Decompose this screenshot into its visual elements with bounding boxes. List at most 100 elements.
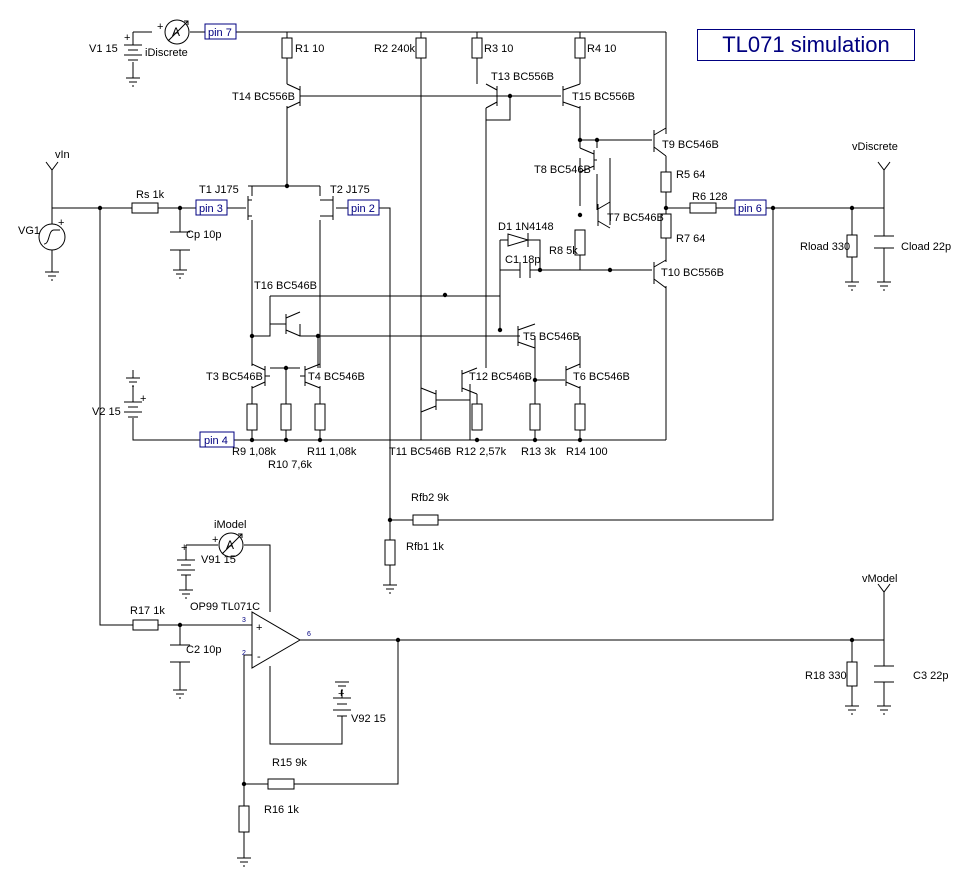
resistor-r17 xyxy=(132,619,159,631)
label-r3: R3 10 xyxy=(484,43,513,55)
opamp-pin3-number: 3 xyxy=(242,617,246,624)
pin6-box xyxy=(734,199,767,216)
wires xyxy=(51,31,885,858)
label-v92: V92 15 xyxy=(351,713,386,725)
resistor-r2 xyxy=(415,37,427,59)
resistor-r4 xyxy=(574,37,586,59)
label-t1: T1 J175 xyxy=(199,184,239,196)
label-r15: R15 9k xyxy=(272,757,307,769)
v91-plus-sign: + xyxy=(181,542,187,554)
opamp-op99 xyxy=(244,611,301,669)
label-r8: R8 5k xyxy=(549,245,578,257)
transistor-t12 xyxy=(461,367,478,404)
transistor-t7 xyxy=(597,201,611,229)
label-r6: R6 128 xyxy=(692,191,727,203)
pin7-label: pin 7 xyxy=(208,27,232,39)
resistor-r1 xyxy=(281,37,293,59)
v92-plus-sign: + xyxy=(338,688,344,700)
opamp-minus-sign: - xyxy=(257,651,261,663)
label-t4: T4 BC546B xyxy=(308,371,365,383)
label-vmodel: vModel xyxy=(862,573,897,585)
ammeter-idiscrete-symbol: A xyxy=(172,25,180,39)
battery-v2 xyxy=(124,401,142,418)
transistor-t15 xyxy=(562,83,581,109)
transistor-t16 xyxy=(270,311,301,337)
label-cp: Cp 10p xyxy=(186,229,221,241)
label-t15: T15 BC556B xyxy=(572,91,635,103)
pin2-box xyxy=(347,199,380,216)
label-r7: R7 64 xyxy=(676,233,705,245)
transistor-t4 xyxy=(300,363,321,389)
resistor-r14 xyxy=(574,403,586,431)
resistor-r7 xyxy=(660,213,672,239)
resistor-r6 xyxy=(689,202,717,214)
label-t7: T7 BC546B xyxy=(607,212,664,224)
capacitor-cload xyxy=(874,235,894,249)
transistor-t9 xyxy=(653,127,667,157)
transistor-t10 xyxy=(653,259,667,289)
resistor-rs xyxy=(131,202,159,214)
schematic-title: TL071 simulation xyxy=(697,29,915,61)
ground-symbols xyxy=(45,77,891,867)
label-v91: V91 15 xyxy=(201,554,236,566)
label-r12: R12 2,57k xyxy=(456,446,507,458)
ammeter-imodel: A xyxy=(218,532,244,558)
label-r2: R2 240k xyxy=(374,43,415,55)
pin2-label: pin 2 xyxy=(351,203,375,215)
label-r1: R1 10 xyxy=(295,43,324,55)
resistor-r16 xyxy=(238,805,250,833)
label-r11: R11 1,08k xyxy=(307,446,357,458)
resistor-rfb2 xyxy=(412,514,439,526)
pin3-box xyxy=(195,199,228,216)
idiscrete-plus-sign: + xyxy=(157,21,163,33)
pin3-label: pin 3 xyxy=(199,203,223,215)
label-c1: C1 18p xyxy=(505,254,540,266)
resistor-r15 xyxy=(267,778,295,790)
label-r16: R16 1k xyxy=(264,804,299,816)
resistor-r13 xyxy=(529,403,541,431)
label-t6: T6 BC546B xyxy=(573,371,630,383)
resistor-r5 xyxy=(660,171,672,193)
transistor-t8 xyxy=(579,147,597,173)
probe-symbols xyxy=(45,161,891,593)
v1-plus-sign: + xyxy=(124,32,130,44)
battery-v91 xyxy=(177,559,195,576)
transistor-t14 xyxy=(286,83,303,109)
capacitor-cp xyxy=(170,231,190,251)
pin6-label: pin 6 xyxy=(738,203,762,215)
label-c2: C2 10p xyxy=(186,644,221,656)
label-r5: R5 64 xyxy=(676,169,705,181)
vg1-plus-sign: + xyxy=(58,217,64,229)
ammeter-idiscrete: A xyxy=(164,19,190,45)
label-r17: R17 1k xyxy=(130,605,165,617)
label-v1: V1 15 xyxy=(89,43,118,55)
transistor-t5 xyxy=(517,323,536,349)
imodel-plus-sign: + xyxy=(212,534,218,546)
label-vin: vIn xyxy=(55,149,70,161)
label-r18: R18 330 xyxy=(805,670,847,682)
label-t9: T9 BC546B xyxy=(662,139,719,151)
label-r14: R14 100 xyxy=(566,446,608,458)
label-t16: T16 BC546B xyxy=(254,280,317,292)
label-t14: T14 BC556B xyxy=(232,91,295,103)
resistor-r12 xyxy=(471,403,483,431)
opamp-pin6-number: 6 xyxy=(307,631,311,638)
label-idiscrete: iDiscrete xyxy=(145,47,188,59)
transistor-t11 xyxy=(420,387,437,413)
label-d1: D1 1N4148 xyxy=(498,221,554,233)
jfet-t1 xyxy=(237,196,252,220)
battery-v92 xyxy=(333,697,351,730)
label-rfb1: Rfb1 1k xyxy=(406,541,444,553)
resistor-r11 xyxy=(314,403,326,431)
transistor-t13 xyxy=(485,83,498,109)
label-t11: T11 BC546B xyxy=(389,446,451,458)
label-rload: Rload 330 xyxy=(800,241,850,253)
capacitor-c2 xyxy=(170,644,190,663)
capacitor-c3 xyxy=(874,665,894,683)
label-r10: R10 7,6k xyxy=(268,459,313,471)
battery-v1 xyxy=(124,44,142,61)
jfet-t2 xyxy=(320,196,350,220)
junction-dots xyxy=(97,93,855,787)
label-r13: R13 3k xyxy=(521,446,556,458)
resistor-r18 xyxy=(846,661,858,687)
